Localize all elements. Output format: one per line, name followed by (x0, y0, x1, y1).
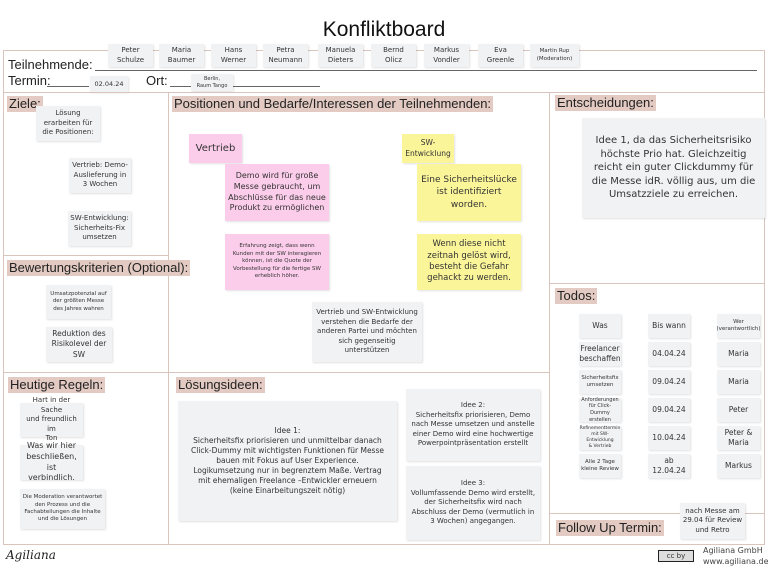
todo-cell[interactable]: Peter (717, 398, 760, 422)
participants-label: Teilnehmende: (8, 57, 93, 72)
todo-header-cell[interactable]: Was (579, 314, 621, 338)
followup-heading: Follow Up Termin: (556, 520, 664, 536)
participant-note[interactable]: Maria Baumer (159, 44, 204, 67)
participant-note[interactable]: Markus Vondler (424, 44, 469, 67)
company-website[interactable]: www.agiliana.de (703, 557, 768, 566)
cc-license-icon: cc by (658, 550, 694, 562)
idea-note[interactable]: Idee 3: Vollumfassende Demo wird erstell… (406, 466, 540, 540)
shared-understanding-note[interactable]: Vertrieb und SW-Entwicklung verstehen di… (312, 302, 422, 362)
todos-heading: Todos: (555, 288, 598, 304)
page-title: Konfliktboard (322, 18, 446, 41)
agiliana-logo: Agiliana (6, 548, 56, 562)
todo-cell[interactable]: ab 12.04.24 (648, 454, 690, 478)
goals-heading: Ziele: (7, 96, 43, 112)
todo-cell[interactable]: Freelancer beschaffen (579, 342, 621, 366)
todo-cell[interactable]: Maria (717, 370, 760, 394)
dev-label[interactable]: SW- Entwicklung (402, 134, 454, 163)
todo-header-cell[interactable]: Bis wann (648, 314, 690, 338)
decisions-heading: Entscheidungen: (555, 95, 656, 111)
participant-note[interactable]: Manuela Dieters (318, 44, 363, 67)
rule-note[interactable]: Die Moderation verantwortet den Prozess … (20, 489, 105, 529)
participants-line (95, 70, 757, 71)
participant-note[interactable]: Hans Werner (211, 44, 256, 67)
todo-cell[interactable]: Maria (717, 342, 760, 366)
place-label: Ort: (146, 73, 168, 88)
company-name: Agiliana GmbH (703, 546, 763, 555)
rule-note[interactable]: Hart in der Sache und freundlich im Ton (20, 396, 83, 442)
sales-note[interactable]: Erfahrung zeigt, dass wenn Kunden mit de… (225, 234, 329, 290)
date-value[interactable]: 02.04.24 (90, 76, 128, 92)
rule-note[interactable]: Was wir hier beschließen, ist verbindlic… (20, 441, 83, 482)
sales-note[interactable]: Demo wird für große Messe gebraucht, um … (225, 164, 329, 221)
todo-cell[interactable]: 10.04.24 (648, 426, 690, 450)
solutions-heading: Lösungsideen: (176, 377, 265, 393)
todo-cell[interactable]: Markus (717, 454, 760, 478)
criteria-note[interactable]: Reduktion des Risikolevel der SW (46, 327, 112, 362)
dev-note[interactable]: Eine Sicherheitslücke ist identifiziert … (417, 164, 521, 221)
participant-note[interactable]: Bernd Olicz (371, 44, 416, 67)
todo-header-cell[interactable]: Wer (verantwortlich) (716, 314, 761, 338)
todo-cell[interactable]: Peter & Maria (717, 426, 760, 450)
todo-cell[interactable]: Anforderungen für Click-Dummy erstellen (579, 397, 621, 423)
participant-note[interactable]: Petra Neumann (263, 44, 308, 67)
goal-note[interactable]: SW-Entwicklung: Sicherheits-Fix umsetzen (68, 211, 131, 246)
rules-heading: Heutige Regeln: (8, 377, 106, 393)
goal-note[interactable]: Lösung erarbeiten für die Positionen: (36, 106, 100, 141)
goal-note[interactable]: Vertrieb: Demo- Auslieferung in 3 Wochen (69, 158, 131, 193)
place-line (170, 86, 320, 87)
date-label: Termin: (8, 73, 51, 88)
dev-note[interactable]: Wenn diese nicht zeitnah gelöst wird, be… (417, 234, 521, 290)
followup-section (549, 513, 765, 545)
participant-note[interactable]: Martin Rup (Moderation) (530, 44, 579, 67)
todo-cell[interactable]: Sicherheitsfix umsetzen (579, 370, 621, 394)
idea-note[interactable]: Idee 1: Sicherheitsfix priorisieren und … (178, 401, 397, 521)
idea-note[interactable]: Idee 2: Sicherheitsfix priorisieren, Dem… (406, 389, 540, 461)
criteria-note[interactable]: Umsatzpotenzial auf der größten Messe de… (46, 285, 111, 319)
participant-note[interactable]: Eva Greenle (478, 44, 523, 67)
date-line (47, 86, 89, 87)
todo-cell[interactable]: Alle 2 Tage kleine Review (579, 454, 621, 478)
decision-note[interactable]: Idee 1, da das Sicherheitsrisiko höchste… (582, 118, 765, 218)
participant-note[interactable]: Peter Schulze (108, 44, 153, 67)
place-value[interactable]: Berlin, Raum Tango (191, 74, 233, 91)
todo-cell[interactable]: 09.04.24 (648, 370, 690, 394)
positions-heading: Positionen und Bedarfe/Interessen der Te… (172, 96, 494, 112)
followup-note[interactable]: nach Messe am 29.04 für Review und Retro (680, 503, 745, 539)
todo-cell[interactable]: Refinementtermin mit SW-Entwicklung & Ve… (579, 425, 621, 450)
sales-label[interactable]: Vertrieb (189, 134, 242, 163)
todo-cell[interactable]: 04.04.24 (648, 342, 690, 366)
criteria-heading: Bewertungskriterien (Optional): (7, 260, 191, 276)
todo-cell[interactable]: 09.04.24 (648, 398, 690, 422)
